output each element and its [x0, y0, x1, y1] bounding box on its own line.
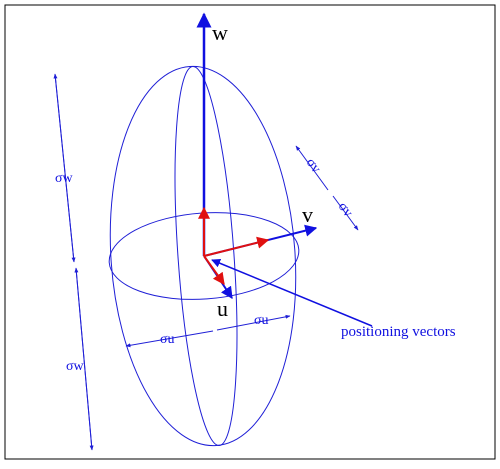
sigma-v-lower-label: σv [335, 200, 356, 221]
axes [196, 12, 318, 299]
ellipsoid-outer-outline [109, 65, 297, 447]
v-axis-label: v [302, 202, 313, 227]
positioning-vectors-label: positioning vectors [341, 324, 456, 340]
ellipsoid-meridian-outline [174, 65, 238, 447]
positioning-vector-u [203, 255, 225, 285]
sigma-w-lower-arrow-reverse [74, 267, 93, 451]
sigma-w-upper-label: σw [55, 171, 74, 186]
sigma-w-lower-label: σw [66, 359, 85, 374]
sigma-u-left-arrow [125, 330, 214, 348]
ellipsoid [108, 65, 300, 447]
sigma-v-upper-arrow [295, 145, 329, 191]
sigma-v-dimension [295, 145, 359, 231]
positioning-vector-v [203, 236, 270, 257]
sigma-w-dimension [53, 73, 94, 451]
sigma-u-right-label: σu [254, 313, 269, 328]
sigma-w-upper-arrow-reverse [54, 73, 76, 263]
figure-frame [4, 4, 496, 460]
positioning-vectors-leader-arrow [211, 258, 373, 327]
u-axis-label: u [217, 296, 228, 321]
sigma-u-right-arrow [216, 314, 291, 331]
sigma-u-dimension [125, 314, 291, 348]
sigma-u-left-label: σu [160, 332, 175, 347]
w-axis-label: w [212, 20, 228, 45]
sigma-v-lower-arrow [332, 195, 359, 231]
sigma-v-upper-label: σv [303, 156, 324, 177]
positioning-vectors [198, 206, 270, 285]
